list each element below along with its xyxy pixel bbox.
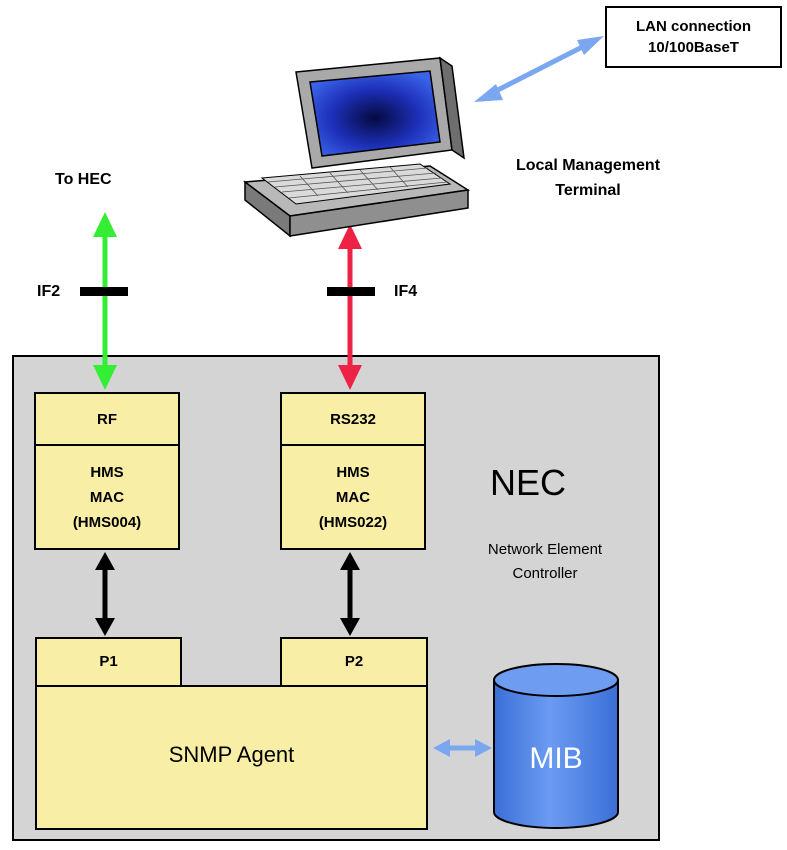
snmp-agent-block <box>35 637 428 830</box>
terminal-label-line2: Terminal <box>555 182 621 199</box>
p2-port-label: P2 <box>344 653 364 670</box>
rf-hms-mac: HMS MAC (HMS004) <box>36 446 178 548</box>
p1-port-label: P1 <box>99 653 118 670</box>
to-hec-label: To HEC <box>55 171 112 188</box>
rf-mac-label: MAC <box>89 488 125 506</box>
rs232-hms-label: HMS <box>336 463 370 481</box>
if4-interface-bar <box>327 287 375 296</box>
mib-label: MIB <box>529 742 583 775</box>
snmp-mib-blue-arrow <box>433 739 492 757</box>
rs232-mac-label: MAC <box>335 488 371 506</box>
nec-title: NEC <box>490 462 567 503</box>
rf-p1-link-arrow <box>95 552 115 636</box>
lan-connection-label: LAN connection <box>636 18 751 35</box>
rs232-module-box: RS232 HMS MAC (HMS022) <box>280 392 426 550</box>
rs232-model-label: (HMS022) <box>318 513 388 531</box>
lan-blue-arrow <box>474 36 604 102</box>
rf-header: RF <box>36 394 178 446</box>
lan-speed-label: 10/100BaseT <box>648 39 739 56</box>
if2-interface-bar <box>80 287 128 296</box>
laptop-screen <box>309 70 441 157</box>
if4-label: IF4 <box>394 283 418 300</box>
rf-module-box: RF HMS MAC (HMS004) <box>34 392 180 550</box>
rs232-hms-mac: HMS MAC (HMS022) <box>282 446 424 548</box>
local-management-label: Local Management Terminal <box>478 155 698 202</box>
snmp-agent-label: SNMP Agent <box>168 742 295 767</box>
if4-red-arrow <box>327 224 375 390</box>
rf-model-label: (HMS004) <box>72 513 142 531</box>
if2-label: IF2 <box>37 283 61 300</box>
terminal-label-line1: Local Management <box>515 157 661 174</box>
rs232-header: RS232 <box>282 394 424 446</box>
nec-description-line1: Network Element <box>487 541 603 558</box>
laptop-icon <box>242 56 471 238</box>
nec-description: Network Element Controller <box>440 538 650 586</box>
rs232-p2-link-arrow <box>340 552 360 636</box>
nec-description-line2: Controller <box>512 565 578 582</box>
lan-connection-box: LAN connection 10/100BaseT <box>605 6 782 68</box>
if2-green-arrow <box>80 212 128 390</box>
mib-database-icon <box>493 663 619 829</box>
rf-hms-label: HMS <box>90 463 124 481</box>
